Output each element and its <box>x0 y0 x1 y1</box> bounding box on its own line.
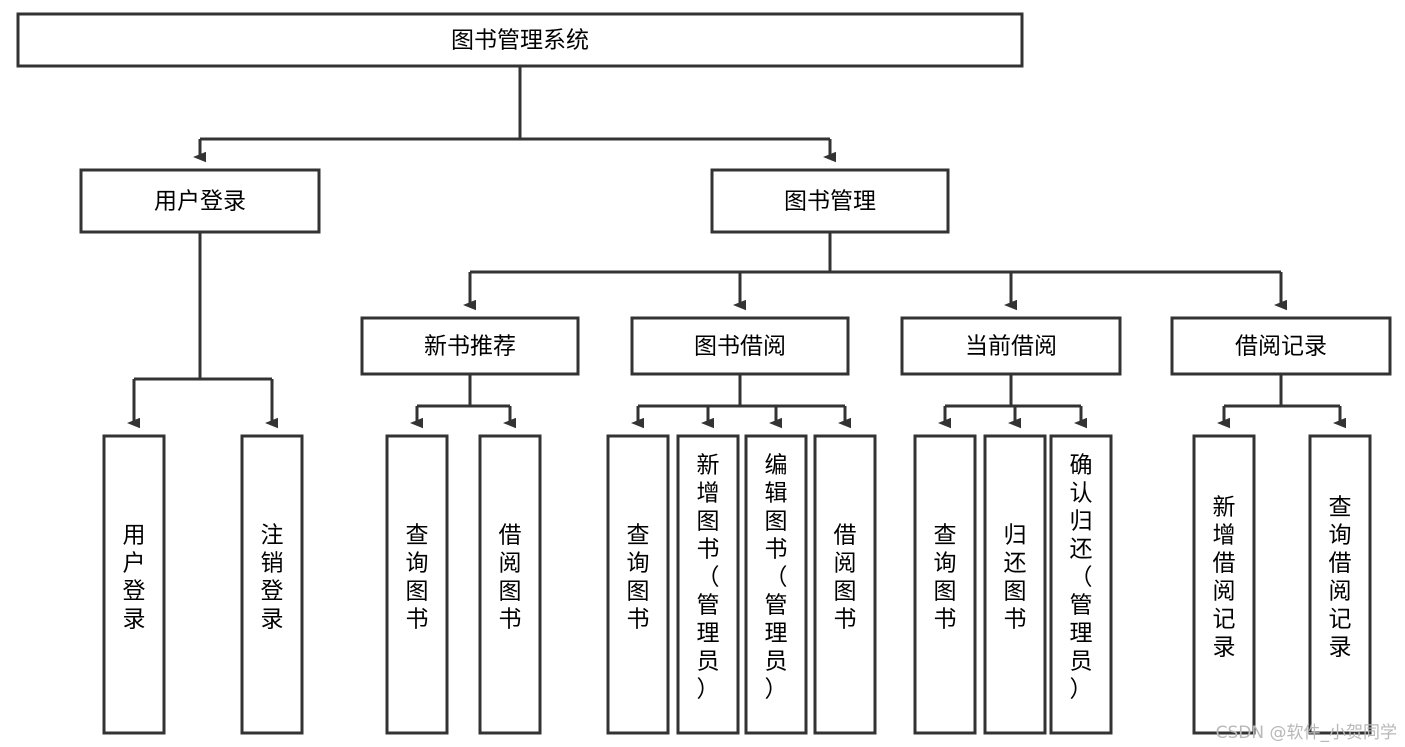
node-box <box>79 168 321 234</box>
node-leaf-add-record[interactable]: 新增借阅记录 <box>1192 434 1256 735</box>
node-box <box>1170 316 1392 376</box>
node-label: 借阅图书 <box>834 523 857 633</box>
node-label: 归还图书 <box>1004 523 1027 633</box>
node-box <box>606 434 670 735</box>
node-box <box>478 434 542 735</box>
node-label: 当前借阅 <box>965 334 1057 360</box>
node-label: 用户登录 <box>154 189 246 215</box>
node-label: 查询图书 <box>934 523 957 633</box>
node-box <box>102 434 166 735</box>
node-box <box>240 434 304 735</box>
node-new-book-rec[interactable]: 新书推荐 <box>360 316 580 376</box>
node-leaf-user-logout[interactable]: 注销登录 <box>240 434 304 735</box>
node-box <box>16 12 1024 68</box>
edge-layer <box>127 66 1346 429</box>
node-borrow-record[interactable]: 借阅记录 <box>1170 316 1392 376</box>
node-label: 查询图书 <box>406 523 429 633</box>
node-box <box>630 316 850 376</box>
node-leaf-user-login[interactable]: 用户登录 <box>102 434 166 735</box>
node-leaf-query-record[interactable]: 查询借阅记录 <box>1308 434 1372 735</box>
node-box <box>900 316 1122 376</box>
node-layer: 图书管理系统用户登录图书管理新书推荐图书借阅当前借阅借阅记录用户登录注销登录查询… <box>16 12 1392 735</box>
node-box <box>360 316 580 376</box>
node-label: 查询借阅记录 <box>1329 495 1352 661</box>
node-leaf-borrow-book-1[interactable]: 借阅图书 <box>478 434 542 735</box>
node-leaf-query-book-1[interactable]: 查询图书 <box>385 434 449 735</box>
node-box <box>813 434 877 735</box>
node-box <box>385 434 449 735</box>
node-leaf-confirm-return[interactable]: 确认归还（管理员） <box>1049 434 1113 735</box>
node-leaf-query-book-3[interactable]: 查询图书 <box>913 434 977 735</box>
node-leaf-return-book[interactable]: 归还图书 <box>983 434 1047 735</box>
node-book-borrow[interactable]: 图书借阅 <box>630 316 850 376</box>
node-label: 图书管理系统 <box>451 28 589 54</box>
node-label: 新增图书（管理员） <box>697 453 720 703</box>
node-label: 编辑图书（管理员） <box>765 453 788 703</box>
node-leaf-borrow-book-2[interactable]: 借阅图书 <box>813 434 877 735</box>
node-label: 借阅图书 <box>499 523 522 633</box>
node-user-login[interactable]: 用户登录 <box>79 168 321 234</box>
node-label: 查询图书 <box>627 523 650 633</box>
node-box <box>676 434 740 735</box>
node-root[interactable]: 图书管理系统 <box>16 12 1024 68</box>
node-label: 图书借阅 <box>694 334 786 360</box>
node-leaf-edit-book[interactable]: 编辑图书（管理员） <box>744 434 808 735</box>
node-box <box>913 434 977 735</box>
node-box <box>710 168 950 234</box>
node-label: 用户登录 <box>123 523 146 633</box>
node-box <box>1308 434 1372 735</box>
node-current-borrow[interactable]: 当前借阅 <box>900 316 1122 376</box>
node-box <box>1049 434 1113 735</box>
node-box <box>1192 434 1256 735</box>
node-label: 新增借阅记录 <box>1213 495 1236 661</box>
node-box <box>744 434 808 735</box>
node-leaf-add-book[interactable]: 新增图书（管理员） <box>676 434 740 735</box>
node-label: 注销登录 <box>261 523 284 633</box>
node-leaf-query-book-2[interactable]: 查询图书 <box>606 434 670 735</box>
node-book-manage[interactable]: 图书管理 <box>710 168 950 234</box>
node-label: 借阅记录 <box>1235 334 1327 360</box>
node-label: 图书管理 <box>784 189 876 215</box>
node-label: 确认归还（管理员） <box>1070 453 1093 703</box>
node-box <box>983 434 1047 735</box>
node-label: 新书推荐 <box>424 334 516 360</box>
